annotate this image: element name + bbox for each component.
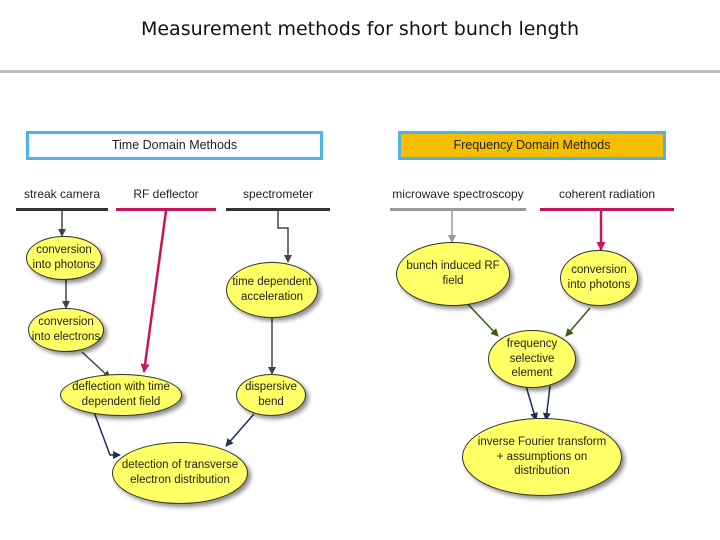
method-spectrometer: spectrometer [226, 181, 330, 211]
node-conversion-into-photons-fd: conversion into photons [560, 250, 638, 306]
title-divider [0, 70, 720, 73]
arrow-spectrometer-to-acceleration [277, 211, 292, 263]
method-streak-camera: streak camera [16, 181, 108, 211]
node-frequency-selective-element: frequency selective element [488, 330, 576, 388]
frequency-domain-header-label: Frequency Domain Methods [453, 137, 611, 152]
node-dispersive-bend: dispersive bend [236, 374, 306, 416]
arrow-dispersive-to-detection [225, 413, 255, 447]
node-conversion-into-electrons: conversion into electrons [28, 308, 104, 352]
arrow-freq-to-fourier-a [525, 385, 538, 421]
arrow-bunch-rf-to-freq [463, 299, 499, 337]
time-domain-header: Time Domain Methods [26, 131, 323, 160]
node-detection-of-transverse-electron-distribution: detection of transverse electron distrib… [112, 442, 248, 504]
arrow-deflection-to-detection [93, 411, 121, 459]
page-title: Measurement methods for short bunch leng… [140, 18, 580, 40]
node-time-dependent-acceleration: time dependent acceleration [226, 262, 318, 318]
frequency-domain-header: Frequency Domain Methods [398, 131, 666, 160]
arrow-freq-to-fourier-b [542, 385, 551, 421]
node-inverse-fourier-transform: inverse Fourier transform + assumptions … [462, 418, 622, 496]
arrow-photons-to-freq [565, 307, 591, 337]
method-rf-deflector: RF deflector [116, 181, 216, 211]
node-conversion-into-photons: conversion into photons [26, 236, 102, 280]
time-domain-header-label: Time Domain Methods [111, 137, 238, 152]
node-deflection-with-time-dependent-field: deflection with time dependent field [60, 374, 182, 416]
node-bunch-induced-rf-field: bunch induced RF field [396, 242, 510, 306]
arrow-rf-deflector-to-deflection [140, 210, 168, 373]
method-microwave-spectroscopy: microwave spectroscopy [390, 181, 526, 211]
method-coherent-radiation: coherent radiation [540, 181, 674, 211]
